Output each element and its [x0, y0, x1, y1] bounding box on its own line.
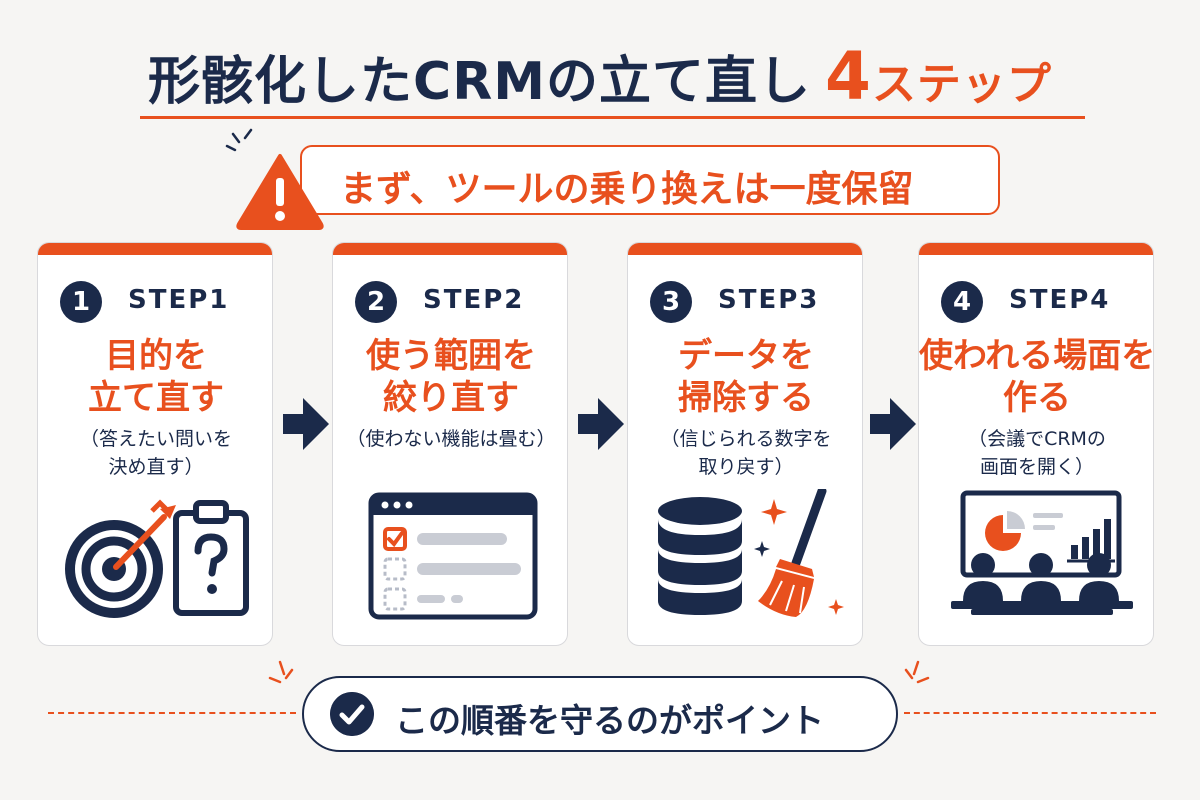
step-title-line: 立て直す	[88, 378, 224, 418]
step-card-3: 3 STEP3 データを 掃除する （信じられる数字を 取り戻す）	[627, 242, 863, 646]
step-number-badge: 2	[355, 281, 397, 323]
footer-dashed-line-left	[48, 712, 296, 714]
step-header: 4 STEP4	[941, 281, 1141, 325]
footer-dashed-line-right	[904, 712, 1156, 714]
step-subtitle: （会議でCRMの 画面を開く）	[919, 425, 1153, 481]
step-title-line: 使われる場面を	[919, 336, 1154, 376]
arrow-right-icon	[870, 398, 916, 450]
step-number-badge: 3	[650, 281, 692, 323]
step-label: STEP1	[128, 285, 230, 315]
step-title-line: 絞り直す	[383, 378, 519, 418]
database-broom-icon	[658, 489, 844, 617]
step-subtitle-line: 画面を開く）	[979, 456, 1094, 478]
step-subtitle: （信じられる数字を 取り戻す）	[628, 425, 862, 481]
step-card-1: 1 STEP1 目的を 立て直す （答えたい問いを 決め直す）	[37, 242, 273, 646]
card-top-bar	[333, 243, 567, 255]
card-top-bar	[919, 243, 1153, 255]
step-number-badge: 1	[60, 281, 102, 323]
step-card-4: 4 STEP4 使われる場面を 作る （会議でCRMの 画面を開く）	[918, 242, 1154, 646]
step-subtitle-line: （使わない機能は畳む）	[346, 428, 556, 450]
warning-text: まず、ツールの乗り換えは一度保留	[340, 169, 914, 210]
step-label: STEP4	[1009, 285, 1111, 315]
step-title: データを 掃除する	[628, 335, 862, 419]
step-subtitle-line: 取り戻す）	[698, 456, 794, 478]
step-label: STEP3	[718, 285, 820, 315]
footer-pill	[302, 676, 898, 752]
arrow-right-icon	[283, 398, 329, 450]
check-circle-icon	[330, 692, 374, 736]
title-main: 形骸化したCRMの立て直し	[148, 52, 811, 112]
step-title-line: 目的を	[105, 336, 207, 376]
step-title: 使う範囲を 絞り直す	[333, 335, 567, 419]
step-header: 3 STEP3	[650, 281, 850, 325]
card-top-bar	[38, 243, 272, 255]
card-top-bar	[628, 243, 862, 255]
warning-burst-icon	[225, 128, 253, 152]
warning-triangle-icon	[236, 154, 324, 230]
step-title: 使われる場面を 作る	[919, 335, 1154, 419]
footer-text: この順番を守るのがポイント	[395, 701, 824, 740]
footer-burst-right-icon	[904, 660, 930, 684]
title-number: 4	[825, 38, 872, 115]
meeting-dashboard-icon	[951, 490, 1133, 615]
step-header: 2 STEP2	[355, 281, 555, 325]
target-and-question-clipboard-icon	[65, 499, 249, 618]
step-title-line: 掃除する	[678, 378, 814, 418]
checklist-window-icon	[368, 492, 538, 620]
step-subtitle-line: （会議でCRMの	[968, 428, 1106, 450]
step-subtitle-line: （答えたい問いを	[79, 428, 232, 450]
step-subtitle: （答えたい問いを 決め直す）	[38, 425, 272, 481]
step-subtitle-line: （信じられる数字を	[660, 428, 832, 450]
step-title-line: 作る	[1003, 378, 1071, 418]
step-card-2: 2 STEP2 使う範囲を 絞り直す （使わない機能は畳む）	[332, 242, 568, 646]
arrow-right-icon	[578, 398, 624, 450]
step-title: 目的を 立て直す	[38, 335, 272, 419]
step-subtitle-line: 決め直す）	[108, 456, 204, 478]
step-subtitle: （使わない機能は畳む）	[333, 425, 567, 453]
warning-banner	[300, 145, 1000, 215]
title-suffix: ステップ	[871, 59, 1052, 110]
title-underline	[140, 116, 1085, 119]
footer-burst-left-icon	[268, 660, 294, 684]
step-title-line: データを	[678, 336, 814, 376]
step-title-line: 使う範囲を	[366, 336, 536, 376]
step-number-badge: 4	[941, 281, 983, 323]
step-header: 1 STEP1	[60, 281, 260, 325]
step-label: STEP2	[423, 285, 525, 315]
